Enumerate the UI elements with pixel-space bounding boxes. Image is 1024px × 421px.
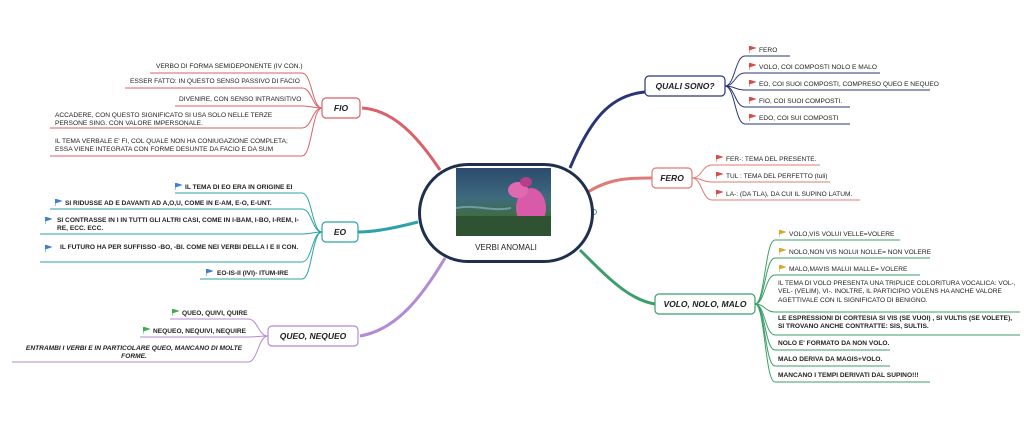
red-flag-icon bbox=[749, 114, 756, 121]
branch-line-fio bbox=[361, 106, 442, 171]
eo-item-4[interactable]: IL FUTURO HA PER SUFFISSO -BO, -BI. COME… bbox=[60, 244, 299, 251]
fio-item-1[interactable]: VERBO DI FORMA SEMIDEPONENTE (IV CON.) bbox=[156, 63, 303, 70]
volo-item-1[interactable]: VOLO,VIS VOLUI VELLE=VOLERE bbox=[789, 231, 895, 238]
blue-flag-icon bbox=[45, 245, 52, 252]
eo-item-2[interactable]: SI RIDUSSE AD E DAVANTI AD A,O,U, COME I… bbox=[65, 200, 272, 207]
branch-label-eo[interactable]: EO bbox=[333, 227, 347, 237]
fero-item-2[interactable]: TUL : TEMA DEL PERFETTO (tuli) bbox=[726, 173, 828, 180]
branch-label-fio[interactable]: FIO bbox=[333, 103, 349, 113]
fio-item-2[interactable]: ESSER FATTO: IN QUESTO SENSO PASSIVO DI … bbox=[130, 78, 300, 85]
red-flag-icon bbox=[749, 80, 756, 87]
green-flag-icon bbox=[172, 309, 179, 316]
leaves-volo bbox=[754, 239, 1020, 383]
yellow-flag-icon bbox=[779, 230, 786, 237]
volo-item-2[interactable]: NOLO,NON VIS NOLUI NOLLE= NON VOLERE bbox=[789, 249, 931, 256]
volo-item-5[interactable]: LE ESPRESSIONI DI CORTESIA SI VIS (SE VU… bbox=[778, 315, 1013, 331]
red-flag-icon bbox=[749, 63, 756, 70]
quali-item-2[interactable]: VOLO, COI COMPOSTI NOLO E MALO bbox=[759, 64, 877, 71]
blue-flag-icon bbox=[45, 217, 52, 224]
red-flag-icon bbox=[749, 46, 756, 53]
quali-item-5[interactable]: EDO, COI SUI COMPOSTI bbox=[759, 115, 839, 122]
central-title: VERBI ANOMALI bbox=[475, 243, 537, 252]
red-flag-icon bbox=[716, 190, 723, 197]
red-flag-icon bbox=[749, 97, 756, 104]
red-flag-icon bbox=[716, 172, 723, 179]
queo-item-1[interactable]: QUEO, QUIVI, QUIRE bbox=[182, 310, 248, 317]
blue-flag-icon bbox=[55, 199, 62, 206]
queo-item-2[interactable]: NEQUEO, NEQUIVI, NEQUIRE bbox=[153, 328, 247, 335]
eo-item-3[interactable]: SI CONTRASSE IN I IN TUTTI GLI ALTRI CAS… bbox=[57, 217, 299, 233]
volo-item-7[interactable]: MALO DERIVA DA MAGIS+VOLO. bbox=[778, 356, 883, 363]
branch-line-eo bbox=[357, 220, 419, 234]
leaves-fio bbox=[50, 72, 323, 157]
red-flag-icon bbox=[716, 155, 723, 162]
leaves-fero bbox=[691, 164, 860, 201]
eo-item-1[interactable]: IL TEMA DI EO ERA IN ORIGINE EI bbox=[185, 184, 293, 191]
branch-label-fero[interactable]: FERO bbox=[660, 173, 684, 183]
green-flag-icon bbox=[143, 327, 150, 334]
fero-item-1[interactable]: FER-: TEMA DEL PRESENTE. bbox=[726, 156, 817, 163]
branch-line-volo bbox=[578, 248, 656, 306]
volo-item-6[interactable]: NOLO E' FORMATO DA NON VOLO. bbox=[778, 340, 890, 347]
blue-flag-icon bbox=[206, 269, 213, 276]
central-image bbox=[456, 168, 551, 236]
quali-item-4[interactable]: FIO, COI SUOI COMPOSTI. bbox=[759, 98, 843, 105]
branch-label-quali[interactable]: QUALI SONO? bbox=[655, 81, 715, 91]
leaves-queo bbox=[12, 318, 269, 363]
branch-label-queo[interactable]: QUEO, NEQUEO bbox=[279, 331, 347, 341]
quali-item-3[interactable]: EO, COI SUOI COMPOSTI, COMPRESO QUEO E N… bbox=[759, 81, 939, 88]
yellow-flag-icon bbox=[779, 265, 786, 272]
leaves-eo bbox=[40, 192, 323, 280]
eo-item-5[interactable]: EO-IS-II (IVI)- ITUM-IRE bbox=[217, 270, 289, 277]
volo-item-3[interactable]: MALO,MAVIS MALUI MALLE= VOLERE bbox=[789, 266, 908, 273]
fero-item-3[interactable]: LA-: (DA TLA), DA CUI IL SUPINO LATUM. bbox=[726, 191, 853, 198]
branch-label-volo[interactable]: VOLO, NOLO, MALO bbox=[663, 299, 747, 309]
branch-line-queo bbox=[359, 257, 447, 338]
volo-item-4[interactable]: IL TEMA DI VOLO PRESENTA UNA TRIPLICE CO… bbox=[778, 280, 1016, 304]
blue-flag-icon bbox=[175, 183, 182, 190]
queo-item-3[interactable]: ENTRAMBI I VERBI E IN PARTICOLARE QUEO, … bbox=[25, 345, 243, 361]
fio-item-3[interactable]: DIVENIRE, CON SENSO INTRANSITIVO bbox=[179, 96, 302, 103]
branch-line-quali bbox=[568, 90, 646, 169]
leaves-quali bbox=[724, 55, 930, 125]
fio-item-5[interactable]: IL TEMA VERBALE E' FI, COL QUALE NON HA … bbox=[55, 138, 288, 154]
quali-item-1[interactable]: FERO bbox=[759, 47, 778, 54]
yellow-flag-icon bbox=[779, 248, 786, 255]
branch-line-fero bbox=[587, 176, 653, 194]
volo-item-8[interactable]: MANCANO I TEMPI DERIVATI DAL SUPINO!!! bbox=[778, 372, 919, 379]
fio-item-4[interactable]: ACCADERE, CON QUESTO SIGNIFICATO SI USA … bbox=[55, 112, 273, 128]
